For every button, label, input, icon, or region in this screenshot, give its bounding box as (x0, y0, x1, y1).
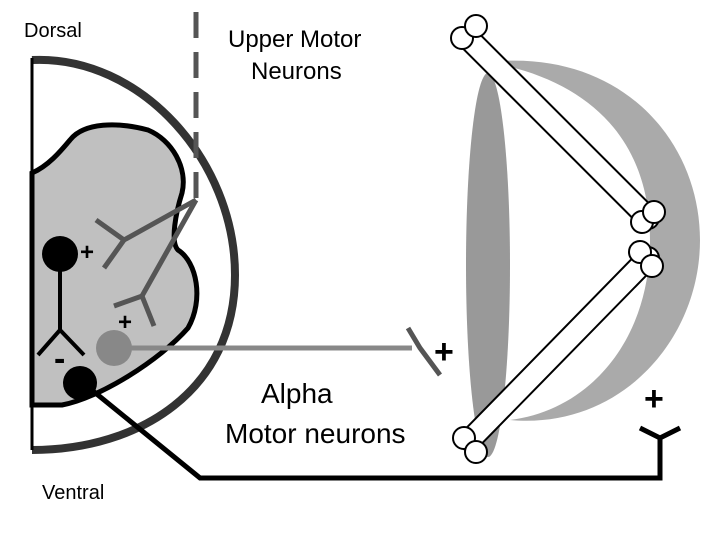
ventral-label: Ventral (42, 482, 104, 504)
alpha-axon-black (80, 380, 663, 481)
excitatory-sign-3: + (434, 333, 454, 371)
antagonist-muscle (488, 60, 700, 421)
neuromuscular-terminal-black (638, 425, 682, 441)
excitatory-sign-1: + (80, 239, 94, 266)
agonist-muscle (466, 73, 510, 457)
interneuron-body (42, 236, 78, 272)
synapse-terminal-1 (94, 217, 128, 270)
excitatory-sign-2: + (118, 309, 132, 336)
spinal-cord-outline (31, 55, 240, 454)
alpha-motor-neuron-black (63, 366, 97, 400)
synapse-terminal-2 (113, 292, 157, 327)
alpha-motor-neuron-gray (96, 330, 132, 366)
alpha-label-2: Motor neurons (225, 418, 406, 449)
lower-bone (458, 246, 660, 452)
alpha-label-1: Alpha (261, 378, 333, 409)
inhibitory-terminal (36, 327, 86, 357)
dorsal-label: Dorsal (24, 20, 82, 42)
upper-bone (456, 26, 660, 230)
bone-joint-circles (450, 14, 666, 464)
gray-matter (29, 122, 200, 408)
neuromuscular-terminal-gray (405, 326, 443, 377)
upper-motor-label-1: Upper Motor (228, 26, 361, 53)
upper-motor-branch-1 (122, 197, 198, 243)
upper-motor-label-2: Neurons (251, 58, 342, 85)
inhibitory-sign: - (54, 340, 65, 378)
upper-motor-branch-2 (139, 198, 199, 298)
excitatory-sign-4: + (644, 380, 664, 418)
